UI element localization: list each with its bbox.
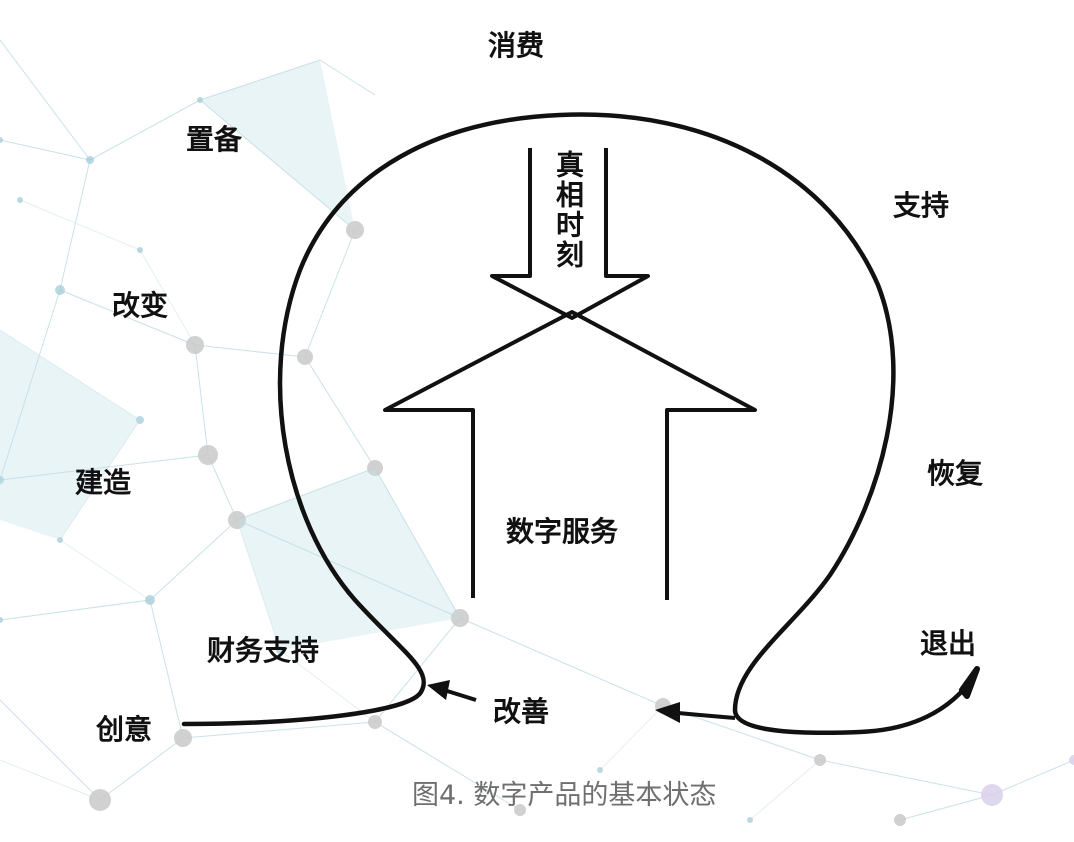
label-provision: 置备 [186,123,243,156]
label-improve: 改善 [493,695,550,728]
improve-arrow [443,688,477,702]
label-recover: 恢复 [927,457,984,490]
label-idea: 创意 [96,713,153,746]
label-support: 支持 [893,189,950,222]
label-consume: 消费 [488,29,545,62]
label-finance: 财务支持 [207,634,320,667]
label-change: 改变 [112,289,169,322]
figure-caption: 图4. 数字产品的基本状态 [412,780,717,811]
truth-arrow [490,148,650,320]
label-digital-service: 数字服务 [506,515,619,548]
label-build: 建造 [75,466,132,499]
exit-arrowhead [959,666,980,699]
return-arrow [677,711,736,720]
lifecycle-curve [181,112,978,736]
label-exit: 退出 [920,627,977,660]
service-arrow [383,310,757,600]
label-moment-of-truth: 真相时刻 [552,150,585,270]
